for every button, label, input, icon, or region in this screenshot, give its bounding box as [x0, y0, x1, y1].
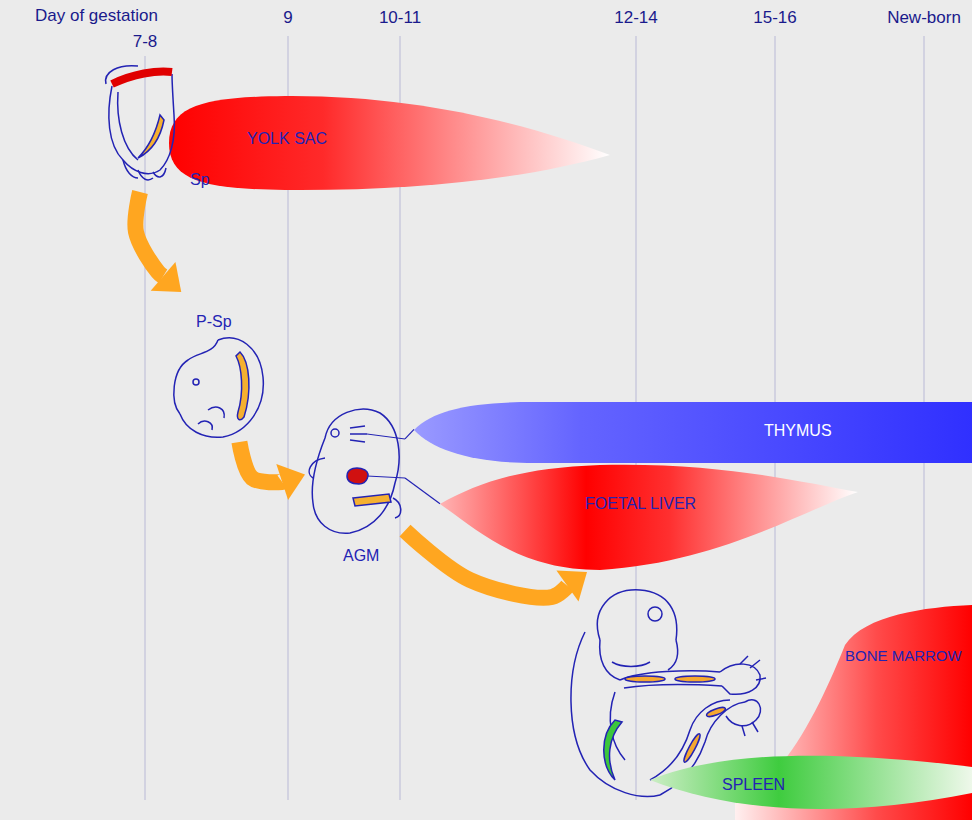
- connector-path: [405, 478, 440, 504]
- leader-line: [405, 429, 414, 438]
- migration-arrow: [135, 192, 181, 292]
- band-shape: [165, 93, 610, 193]
- connector-path: [405, 429, 414, 438]
- site-label: SPLEEN: [722, 775, 785, 794]
- embryo-stroke: [353, 494, 391, 506]
- embryo-stroke: [347, 468, 368, 484]
- migration-arrow: [239, 442, 305, 500]
- arrow-head: [276, 464, 305, 500]
- spleen-band: SPLEEN: [650, 745, 972, 820]
- site-label: THYMUS: [764, 421, 832, 440]
- embryo-stroke: [367, 434, 405, 478]
- connector-path: [135, 192, 163, 276]
- embryo-stroke: [198, 407, 224, 430]
- embryo-stroke: [174, 340, 218, 414]
- foetal-liver-band: FOETAL LIVER: [440, 462, 860, 572]
- site-label: P-Sp: [196, 312, 232, 331]
- embryo-stroke: [138, 115, 164, 158]
- embryo-stroke: [123, 160, 166, 180]
- gestation-day: New-born: [887, 8, 961, 28]
- embryo-stroke: [331, 429, 339, 437]
- embryo-stroke: [112, 72, 172, 85]
- gestation-day: 12-14: [614, 8, 657, 28]
- agm-embryo: AGM: [305, 398, 405, 568]
- band-fill: [169, 96, 610, 190]
- band-fill: [650, 756, 972, 809]
- site-label: Sp: [190, 170, 210, 189]
- embryo-stroke: [180, 338, 263, 437]
- site-label: FOETAL LIVER: [585, 494, 696, 513]
- site-label: BONE MARROW: [845, 647, 962, 665]
- yolk-sac-band: YOLK SAC: [165, 93, 610, 193]
- gestation-day: 15-16: [753, 8, 796, 28]
- embryo-stroke: [312, 409, 399, 533]
- site-label: AGM: [343, 546, 379, 565]
- axis-title: Day of gestation: [35, 6, 158, 26]
- psp-embryo: P-Sp: [168, 292, 270, 442]
- embryo-stroke: [118, 92, 138, 160]
- site-label: YOLK SAC: [247, 129, 327, 148]
- embryo-stroke: [109, 74, 175, 174]
- gestation-day: 10-11: [379, 8, 421, 28]
- leader-line: [405, 478, 440, 504]
- connector-path: [239, 442, 282, 482]
- sp-embryo: Sp: [98, 60, 218, 192]
- embryo-stroke: [193, 379, 199, 385]
- arrow-head: [151, 262, 182, 292]
- band-shape: [440, 462, 860, 572]
- gestation-day: 7-8: [133, 32, 158, 52]
- gestation-day: 9: [283, 8, 292, 28]
- embryo-stroke: [309, 458, 401, 518]
- embryo-drawing: [305, 398, 405, 568]
- band-fill: [440, 465, 858, 570]
- arrow-head: [556, 570, 587, 601]
- band-fill: [414, 402, 972, 463]
- embryo-stroke: [236, 352, 249, 420]
- band-shape: [414, 401, 972, 464]
- band-shape: [650, 745, 972, 820]
- embryo-stroke: [350, 426, 367, 442]
- thymus-band: THYMUS: [414, 401, 972, 464]
